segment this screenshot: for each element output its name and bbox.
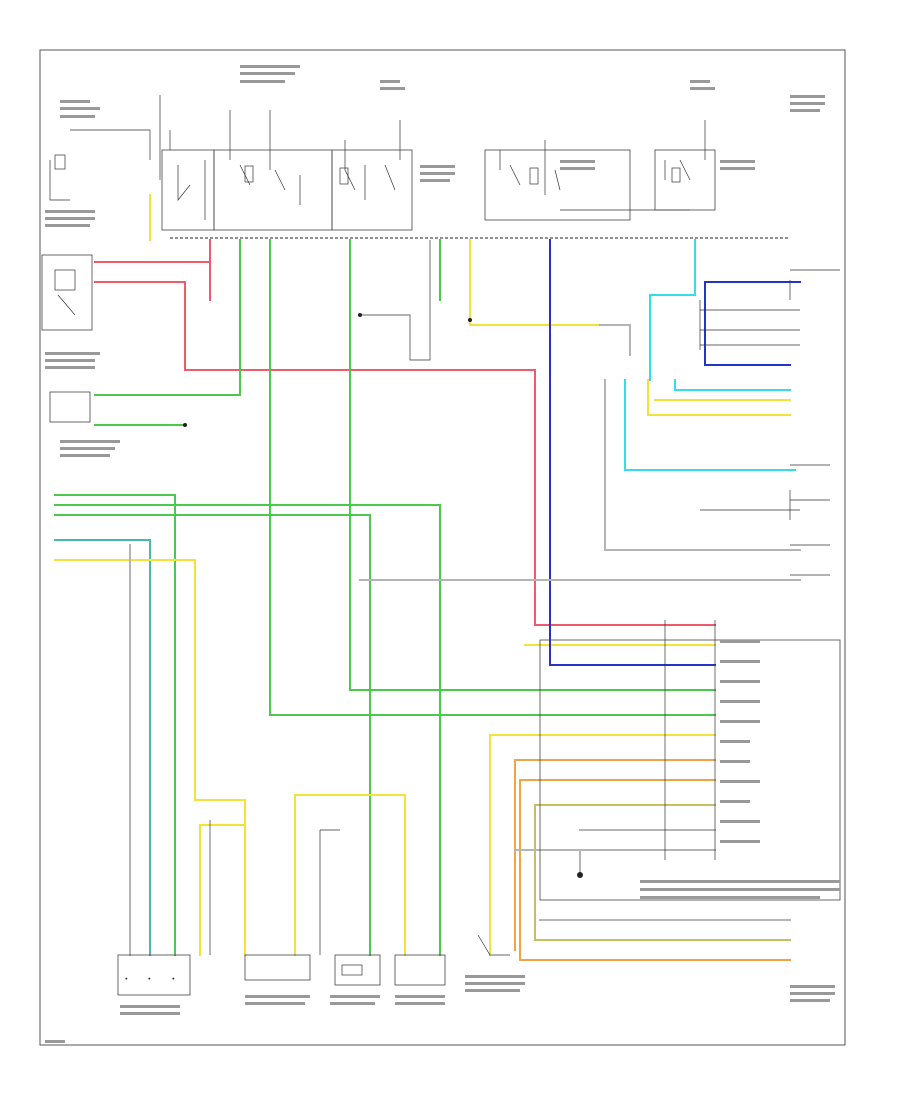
mode-actuator-right xyxy=(394,954,446,986)
green-wires xyxy=(54,239,716,956)
relay-box-4 xyxy=(484,140,690,221)
label-blocks xyxy=(45,65,840,1043)
engine-control-module-connector xyxy=(539,620,841,901)
svg-text:●: ● xyxy=(172,976,175,981)
yellow-wires xyxy=(54,194,791,956)
signal-lines xyxy=(209,240,800,955)
teal-wires xyxy=(54,539,151,956)
relay-box-5 xyxy=(654,120,716,211)
right-sensor-connector-2 xyxy=(790,464,830,576)
mode-actuator-left xyxy=(334,954,381,986)
compressor-clutch-box xyxy=(41,254,93,423)
svg-text:●: ● xyxy=(125,976,128,981)
relay-box-1 xyxy=(161,130,215,231)
ignition-switch xyxy=(49,95,161,201)
diagram-frame xyxy=(39,49,846,1046)
splice-points xyxy=(183,313,583,878)
ambient-temp-sensor xyxy=(477,934,510,956)
cyan-wires xyxy=(624,239,796,471)
blower-motor xyxy=(244,954,311,981)
relay-box-3 xyxy=(331,120,413,231)
right-sensor-connector-1 xyxy=(789,269,840,300)
svg-text:●: ● xyxy=(148,976,151,981)
red-wires xyxy=(94,239,716,626)
orange-wires xyxy=(514,759,791,961)
blue-wires xyxy=(549,239,801,666)
blower-motor-resistor: ● ● ● xyxy=(117,954,191,996)
relay-box-2 xyxy=(213,110,333,231)
gray-wires xyxy=(129,324,801,956)
